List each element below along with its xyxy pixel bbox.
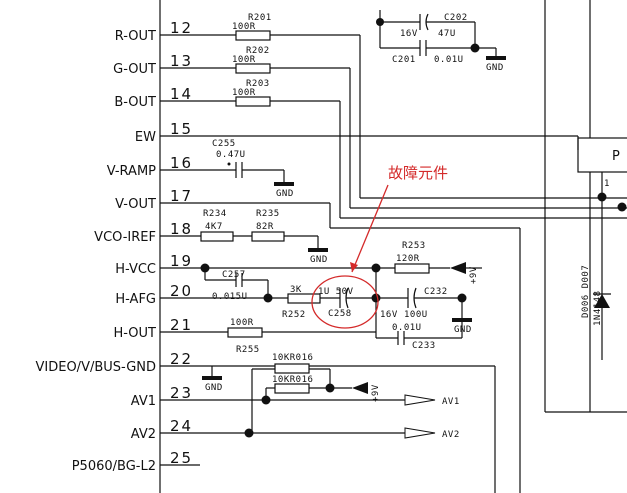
diode-ref-label: D006 D007 (581, 265, 591, 318)
pin-label: AV2 (131, 427, 156, 442)
ic-p-block (577, 137, 627, 173)
pin-label: G-OUT (113, 62, 156, 77)
pin-number: 24 (170, 417, 193, 435)
pin-number: 13 (170, 52, 193, 70)
pin-label: EW (135, 130, 156, 145)
svg-text:100R: 100R (232, 22, 256, 32)
svg-text:R201: R201 (248, 13, 272, 23)
pin-label: H-VCC (115, 262, 156, 277)
pin-number: 17 (170, 187, 193, 205)
svg-text:C201: C201 (392, 55, 416, 65)
h-vcc-network: R253 120R +9V (200, 241, 482, 322)
svg-text:C233: C233 (412, 341, 436, 351)
pin-label: H-OUT (113, 326, 156, 341)
svg-text:R203: R203 (246, 79, 270, 89)
svg-text:GND: GND (454, 325, 472, 335)
svg-text:0.47U: 0.47U (216, 150, 246, 160)
pin-number: 23 (170, 384, 193, 402)
junction-dot (597, 192, 607, 202)
pin-label: P5060/BG-L2 (72, 459, 156, 474)
c255-capacitor: C255 0.47U GND (212, 139, 294, 199)
svg-text:47U: 47U (438, 29, 456, 39)
svg-text:16V: 16V (380, 310, 398, 320)
c202-c201-group: 16V 47U C202 C201 0.01U GND (376, 10, 506, 73)
pin-label: B-OUT (114, 95, 156, 110)
pin-number: 22 (170, 350, 193, 368)
svg-text:100R: 100R (232, 88, 256, 98)
svg-text:AV2: AV2 (442, 430, 460, 440)
svg-text:82R: 82R (256, 222, 274, 232)
svg-text:R255: R255 (236, 345, 260, 355)
ic-p-label: P (612, 149, 620, 164)
svg-text:R253: R253 (402, 241, 426, 251)
pin-number: 19 (170, 252, 193, 270)
svg-text:GND: GND (486, 63, 504, 73)
pin-number: 15 (170, 120, 193, 138)
svg-text:R202: R202 (246, 46, 270, 56)
svg-text:C257: C257 (222, 270, 246, 280)
r255-resistor: 100R R255 (160, 318, 376, 355)
svg-text:10KR016: 10KR016 (272, 353, 313, 363)
r201-resistor: 100R R201 (232, 13, 272, 41)
svg-text:120R: 120R (396, 254, 420, 264)
pin-label: AV1 (131, 394, 156, 409)
av-network: 10KR016 10KR016 +9V AV1 AV2 (160, 353, 460, 440)
svg-text:10KR016: 10KR016 (272, 375, 313, 385)
svg-text:C232: C232 (424, 287, 448, 297)
r234-r235-resistors: R234 4K7 R235 82R GND (200, 209, 328, 265)
svg-text:1U 50V: 1U 50V (318, 287, 354, 297)
svg-text:C255: C255 (212, 139, 236, 149)
c257-capacitor: C257 0.015U (204, 268, 273, 303)
pin-label: R-OUT (115, 29, 156, 44)
svg-text:+9V: +9V (469, 266, 479, 284)
svg-text:0.01U: 0.01U (434, 55, 464, 65)
diode-symbol (594, 294, 610, 308)
svg-text:GND: GND (310, 255, 328, 265)
diode-type-label: 1N4148 (593, 290, 603, 326)
video-gnd: GND (160, 365, 496, 493)
pin-number: 21 (170, 316, 193, 334)
pin-number: 25 (170, 449, 193, 467)
svg-text:R234: R234 (203, 209, 227, 219)
r203-resistor: 100R R203 (232, 79, 271, 107)
svg-text:0.01U: 0.01U (392, 323, 422, 333)
svg-text:R235: R235 (256, 209, 280, 219)
pin-number: 12 (170, 19, 193, 37)
svg-text:100U: 100U (404, 310, 428, 320)
pin-number: 14 (170, 85, 193, 103)
fault-annotation: 故障元件 (311, 164, 448, 329)
pin-number: 16 (170, 154, 193, 172)
fault-note-label: 故障元件 (388, 164, 448, 182)
svg-text:0.015U: 0.015U (212, 292, 248, 302)
r202-resistor: 100R R202 (232, 46, 271, 74)
svg-text:100R: 100R (232, 55, 256, 65)
svg-text:4K7: 4K7 (205, 222, 223, 232)
svg-text:C258: C258 (328, 309, 352, 319)
svg-text:GND: GND (276, 189, 294, 199)
svg-text:16V: 16V (400, 29, 418, 39)
pin-label: V-OUT (115, 197, 156, 212)
svg-text:R252: R252 (282, 310, 306, 320)
svg-text:+9V: +9V (371, 384, 381, 402)
svg-text:100R: 100R (230, 318, 254, 328)
svg-text:AV1: AV1 (442, 397, 460, 407)
pin-label: VCO-IREF (94, 230, 156, 245)
pin-number: 18 (170, 220, 193, 238)
pin-label: VIDEO/V/BUS-GND (36, 360, 157, 375)
svg-text:3K: 3K (290, 285, 302, 295)
pin-label: H-AFG (115, 292, 156, 307)
h-afg-chain: 3K R252 1U 50V C258 GND 16V 100U C232 0.… (160, 285, 472, 351)
svg-text:C202: C202 (444, 13, 468, 23)
svg-text:GND: GND (205, 383, 223, 393)
junction-dot (617, 202, 627, 212)
pin-number: 20 (170, 282, 193, 300)
pin-label: V-RAMP (107, 164, 156, 179)
ic-pin1-label: 1 (604, 179, 610, 189)
